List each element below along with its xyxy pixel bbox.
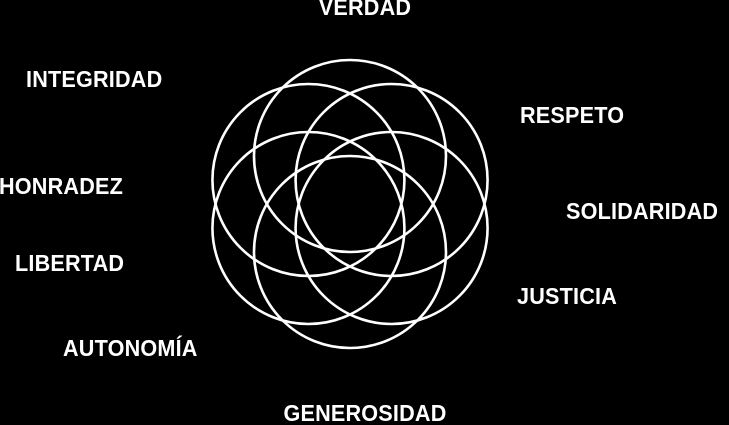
label-verdad: VERDAD [318, 0, 411, 20]
rosette-svg [211, 58, 489, 350]
rosette-circle [252, 58, 448, 254]
label-libertad: LIBERTAD [15, 250, 125, 276]
label-justicia: JUSTICIA [517, 283, 618, 309]
label-honradez: HONRADEZ [0, 173, 124, 199]
label-solidaridad: SOLIDARIDAD [566, 198, 719, 224]
label-generosidad: GENEROSIDAD [282, 400, 447, 425]
label-respeto: RESPETO [520, 102, 625, 128]
label-autonomia: AUTONOMÍA [63, 335, 198, 361]
rosette-circle [211, 130, 406, 326]
rosette-circle [252, 154, 448, 350]
label-integridad: INTEGRIDAD [26, 66, 163, 92]
rosette-circle-group [211, 58, 489, 350]
rosette-circle [211, 82, 406, 278]
rosette-graphic [205, 53, 495, 355]
